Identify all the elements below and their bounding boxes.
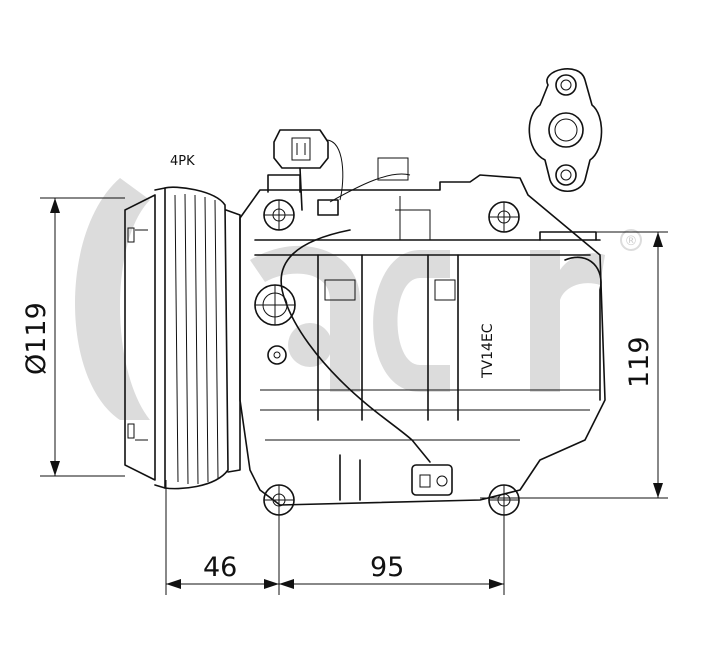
pulley [124,186,241,490]
belt-label: 4PK [170,154,195,169]
dimension-length: 95 [279,515,505,595]
offset-value: 46 [203,552,237,583]
dimension-diameter: Ø119 [21,197,125,477]
diameter-value: Ø119 [21,302,52,375]
wire-harness [273,129,453,496]
compressor-body [239,174,606,506]
model-label: TV14EC [480,323,496,379]
registered-mark: ® [625,234,638,249]
watermark-logo [75,178,605,420]
watermark-registered-mark: ® [620,229,642,251]
height-value: 119 [624,336,655,388]
port-fitting [528,68,603,193]
dimension-height: 119 [480,231,668,499]
length-value: 95 [370,552,404,583]
dimension-offset: 46 [165,480,280,595]
